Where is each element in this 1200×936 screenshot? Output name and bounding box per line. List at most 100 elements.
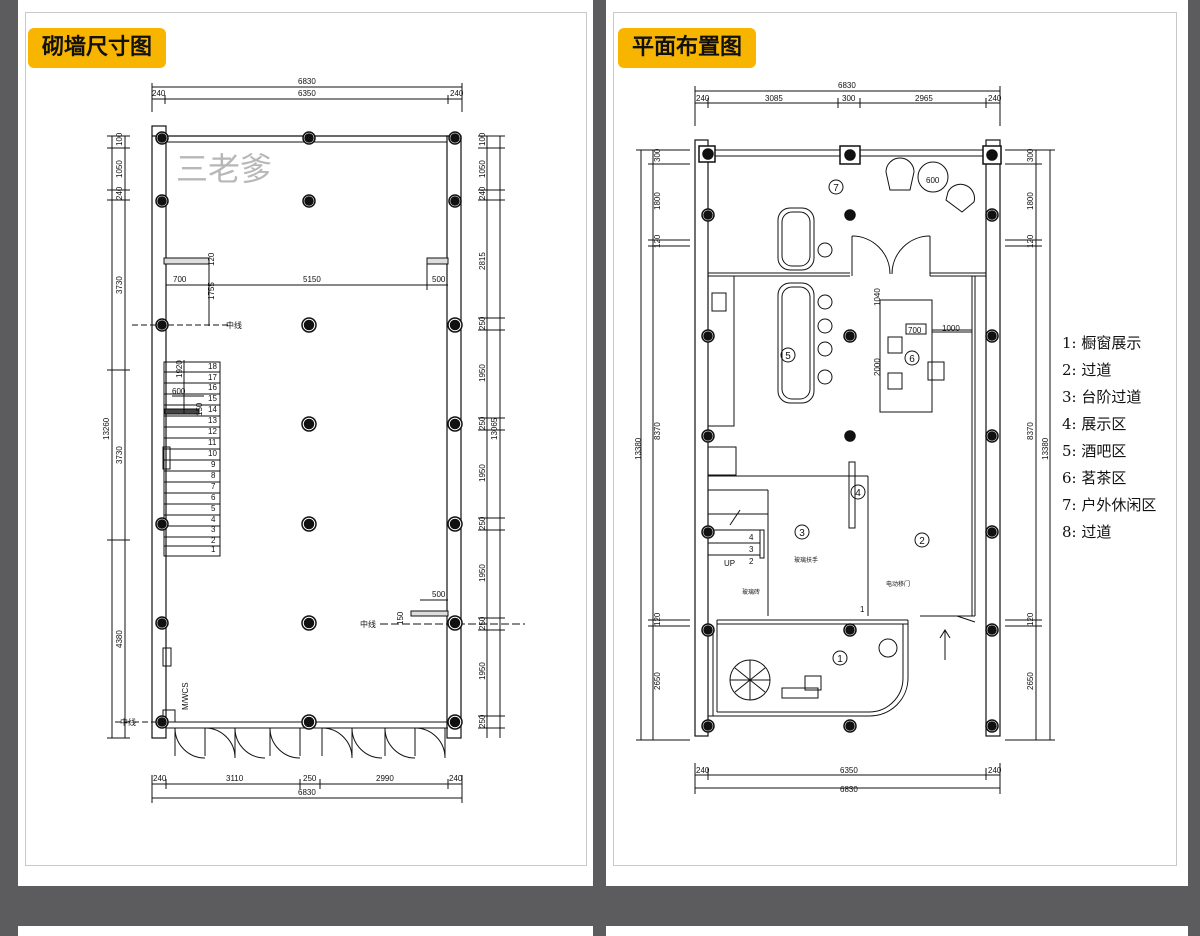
column-marker (844, 430, 856, 442)
column-marker (448, 131, 462, 145)
column-marker (447, 317, 463, 333)
top-seg-4: 2965 (915, 94, 933, 103)
column-marker (155, 318, 169, 332)
legend-item: 3: 台阶过道 (1062, 388, 1142, 406)
step-2-label: 2 (749, 557, 754, 566)
tea-1000-label: 1000 (942, 324, 960, 333)
legend-item: 1: 橱窗展示 (1062, 334, 1142, 352)
left-seg-4: 3730 (115, 276, 124, 294)
column-marker (301, 615, 317, 631)
column-marker (698, 145, 716, 163)
right-seg-2: 1050 (478, 160, 487, 178)
left-seg-r3: 120 (653, 234, 662, 248)
step-4-label: 4 (749, 533, 754, 542)
left-seg-3: 240 (115, 186, 124, 200)
column-marker (701, 208, 715, 222)
door-wall-label: 500 (432, 590, 446, 599)
right-seg-r5: 120 (1026, 612, 1035, 626)
left-total-label-r: 13380 (634, 437, 643, 460)
bottom-seg-r3: 240 (988, 766, 1002, 775)
bottom-seg-1: 240 (153, 774, 167, 783)
column-marker (843, 623, 857, 637)
bottom-seg-r2: 6350 (840, 766, 858, 775)
right-seg-11: 250 (478, 616, 487, 630)
zone-1-label: 1 (837, 654, 843, 665)
stair-step-label: 14 (208, 405, 217, 414)
bottom-total: 6830 (298, 788, 316, 797)
glass-handrail-label: 玻璃扶手 (794, 556, 818, 564)
right-seg-r1: 300 (1026, 148, 1035, 162)
left-seg-r1: 300 (653, 148, 662, 162)
stair-step-label: 11 (208, 438, 217, 447)
column-marker (155, 715, 169, 729)
stair-step-label: 18 (208, 362, 217, 371)
left-seg-5: 3730 (115, 446, 124, 464)
partition-right-label: 500 (432, 275, 446, 284)
stair-step-label: 4 (211, 515, 216, 524)
stair-step-label: 5 (211, 504, 216, 513)
left-seg-6: 4380 (115, 630, 124, 648)
stair-step-label: 1 (211, 545, 216, 554)
right-seg-12: 1950 (478, 662, 487, 680)
stair-step-label: 10 (208, 449, 217, 458)
zone-6-label: 6 (909, 354, 915, 365)
right-title-tag: 平面布置图 (618, 28, 757, 68)
column-marker (844, 209, 856, 221)
stair-step-label: 3 (211, 525, 216, 534)
column-marker (701, 719, 715, 733)
wall-left-label: 240 (152, 89, 166, 98)
column-marker (301, 317, 317, 333)
legend-item: 5: 酒吧区 (1062, 442, 1127, 460)
wall-right-label: 240 (450, 89, 464, 98)
right-seg-9: 250 (478, 516, 487, 530)
column-marker (155, 194, 169, 208)
column-marker (301, 416, 317, 432)
column-marker (985, 623, 999, 637)
bottom-seg-3: 250 (303, 774, 317, 783)
column-marker (985, 429, 999, 443)
right-seg-3: 240 (478, 186, 487, 200)
tea-1040-label: 1040 (873, 288, 882, 306)
right-seg-10: 1950 (478, 564, 487, 582)
stair-a-label: 1920 (175, 360, 184, 378)
tea-700-label: 700 (908, 326, 922, 335)
column-marker (843, 329, 857, 343)
left-seg-r6: 2650 (653, 672, 662, 690)
column-marker (985, 525, 999, 539)
partition-mid-label: 5150 (303, 275, 321, 284)
top-seg-2: 3085 (765, 94, 783, 103)
right-total-label: 13065 (490, 417, 499, 440)
bottom-seg-4: 2990 (376, 774, 394, 783)
right-seg-1: 100 (478, 132, 487, 146)
stair-step-label: 15 (208, 394, 217, 403)
stair-c-label: 150 (195, 402, 204, 416)
wc-label: M/WCS (181, 682, 190, 710)
legend-item: 2: 过道 (1062, 361, 1112, 379)
column-marker (839, 145, 861, 165)
stair-step-label: 16 (208, 383, 217, 392)
column-marker (447, 714, 463, 730)
column-marker (843, 719, 857, 733)
column-marker (985, 208, 999, 222)
column-marker (985, 329, 999, 343)
step-3-label: 3 (749, 545, 754, 554)
zone-7-label: 7 (833, 183, 839, 194)
glass-brick-label: 玻璃砖 (742, 588, 760, 596)
bottom-seg-r1: 240 (696, 766, 710, 775)
zone-3-label: 3 (799, 528, 805, 539)
right-seg-6: 1950 (478, 364, 487, 382)
column-marker (982, 145, 1002, 165)
center-line-label-1: 中线 (226, 320, 242, 330)
column-marker (701, 623, 715, 637)
top-seg-1: 240 (696, 94, 710, 103)
column-marker (302, 131, 316, 145)
step-one-label: 1 (860, 605, 865, 614)
partition-thick-label: 120 (207, 252, 216, 266)
stair-step-label: 13 (208, 416, 217, 425)
column-marker (447, 615, 463, 631)
legend-item: 8: 过道 (1062, 523, 1112, 541)
legend-item: 4: 展示区 (1062, 415, 1127, 433)
column-marker (155, 131, 169, 145)
top-seg-5: 240 (988, 94, 1002, 103)
overall-width-label: 6830 (298, 77, 316, 86)
